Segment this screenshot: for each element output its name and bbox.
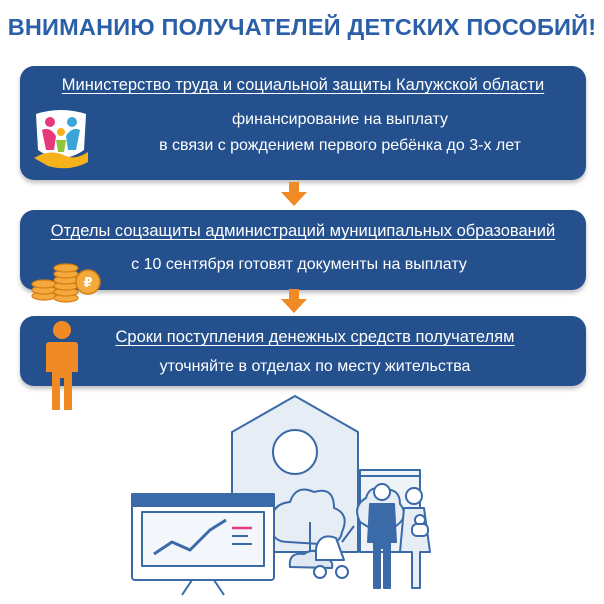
arrow-down-icon bbox=[281, 289, 307, 313]
card-ministry-line-1: финансирование на выплату bbox=[232, 111, 448, 128]
person-icon bbox=[46, 321, 78, 410]
svg-text:₽: ₽ bbox=[83, 276, 92, 291]
arrow-down-icon bbox=[281, 182, 307, 206]
card-social-departments-title: Отделы соцзащиты администраций муниципал… bbox=[50, 222, 556, 240]
card-payment-terms-line-1: уточняйте в отделах по месту жительства bbox=[159, 358, 471, 375]
card-social-departments-line-1: с 10 сентября готовят документы на выпла… bbox=[131, 256, 467, 273]
family-logo-icon bbox=[34, 110, 88, 169]
card-ministry: Министерство труда и социальной защиты К… bbox=[20, 66, 586, 180]
card-payment-terms-title: Сроки поступления денежных средств получ… bbox=[115, 328, 515, 346]
card-ministry-title: Министерство труда и социальной защиты К… bbox=[61, 76, 545, 94]
family-home-illustration bbox=[131, 395, 431, 596]
page-headline: ВНИМАНИЮ ПОЛУЧАТЕЛЕЙ ДЕТСКИХ ПОСОБИЙ! bbox=[7, 14, 597, 40]
card-ministry-line-2: в связи с рождением первого ребёнка до 3… bbox=[159, 137, 521, 154]
card-payment-terms: Сроки поступления денежных средств получ… bbox=[20, 316, 586, 410]
card-social-departments: Отделы соцзащиты администраций муниципал… bbox=[20, 210, 586, 303]
coins-ruble-icon: ₽ bbox=[31, 263, 101, 303]
